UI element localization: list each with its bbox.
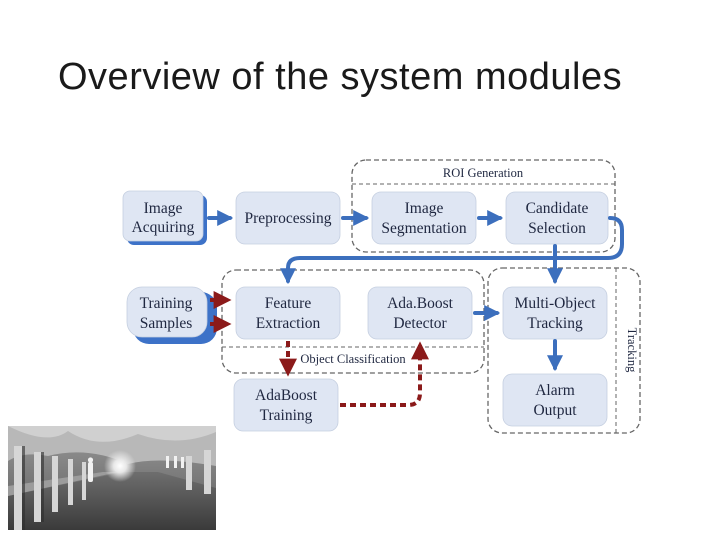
node-alarm-output: Alarm Output: [502, 373, 608, 427]
group-label-roi: ROI Generation: [443, 166, 524, 180]
group-roi-generation: ROI Generation: [351, 159, 616, 253]
node-label-line: Candidate: [526, 200, 589, 217]
node-label-line: Output: [533, 402, 577, 419]
node-multi-object-tracking: Multi-Object Tracking: [502, 286, 608, 340]
node-label-line: Training: [260, 407, 313, 424]
node-candidate-selection: Candidate Selection: [505, 191, 609, 245]
edge-candidate-to-feature: [280, 216, 624, 285]
node-label-line: Image: [405, 200, 444, 217]
node-label-line: Alarm: [535, 382, 575, 399]
node-label-line: Image: [144, 200, 183, 217]
node-image-segmentation: Image Segmentation: [371, 191, 477, 245]
node-label-line: Training: [140, 295, 193, 312]
night-road-photo: [8, 426, 216, 530]
node-label-line: Tracking: [527, 315, 583, 332]
group-label-classification: Object Classification: [300, 352, 406, 366]
node-training-samples: Training Samples: [126, 286, 217, 344]
node-label-line: Preprocessing: [245, 210, 332, 227]
node-label-line: Acquiring: [132, 219, 195, 236]
node-label-line: AdaBoost: [255, 387, 318, 404]
node-label-line: Feature: [265, 295, 312, 312]
node-label-line: Multi-Object: [515, 295, 597, 312]
node-adaboost-detector: Ada.Boost Detector: [367, 286, 473, 340]
slide-title: Overview of the system modules: [58, 56, 623, 98]
node-label-line: Selection: [528, 220, 586, 237]
group-object-classification: Object Classification: [221, 269, 485, 374]
node-label-line: Detector: [393, 315, 447, 332]
node-adaboost-training: AdaBoost Training: [233, 378, 339, 432]
node-preprocessing: Preprocessing: [235, 191, 341, 245]
node-label-line: Samples: [140, 315, 193, 332]
group-label-tracking: Tracking: [625, 328, 639, 373]
node-label-line: Ada.Boost: [387, 295, 454, 312]
group-tracking: Tracking: [487, 267, 641, 434]
node-feature-extraction: Feature Extraction: [235, 286, 341, 340]
node-label-line: Segmentation: [381, 220, 466, 237]
node-image-acquiring: Image Acquiring: [122, 190, 207, 245]
node-label-line: Extraction: [256, 315, 321, 332]
